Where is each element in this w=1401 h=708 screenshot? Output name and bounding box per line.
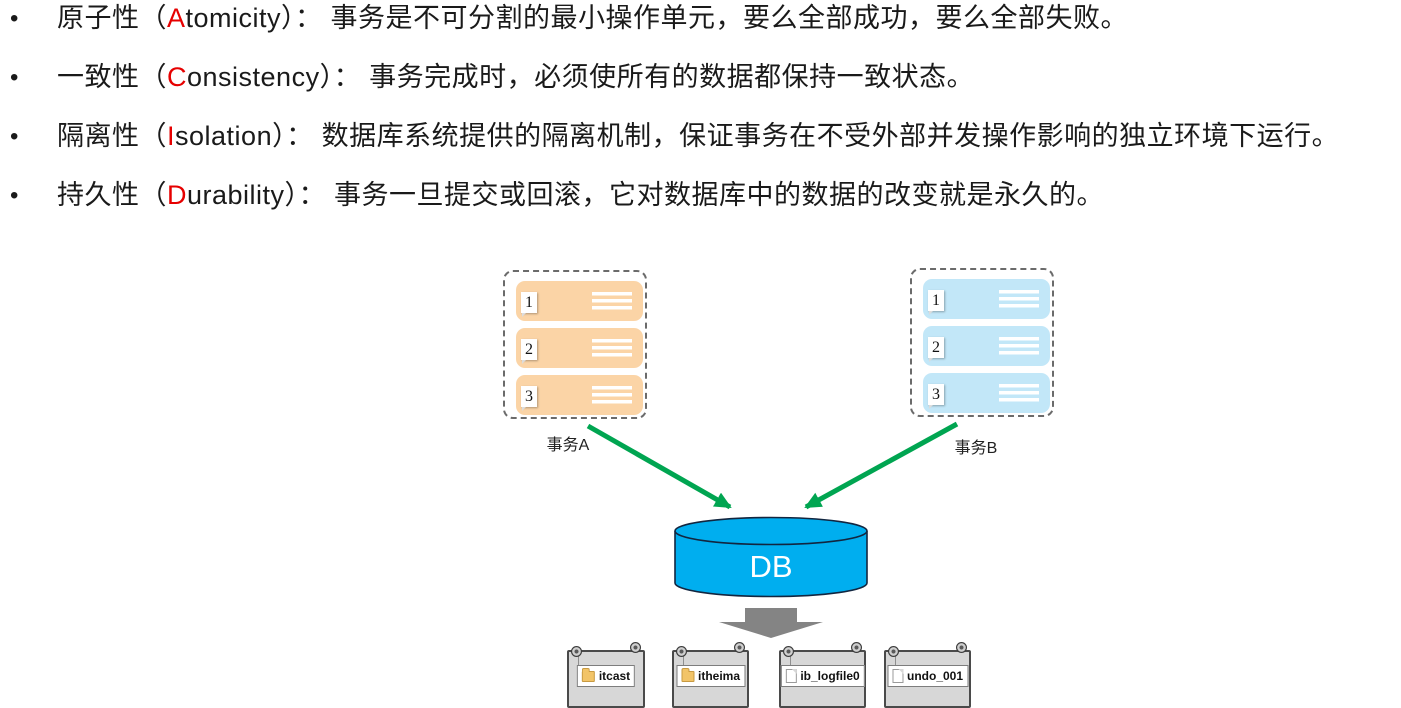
text-lines-icon: [592, 386, 632, 404]
file-name: itheima: [697, 669, 741, 683]
step-number-badge: 3: [928, 384, 944, 409]
file-name: ib_logfile0: [800, 669, 860, 683]
file-scroll-itheima: itheima: [672, 642, 749, 708]
bullet-desc: 数据库系统提供的隔离机制，保证事务在不受外部并发操作影响的独立环境下运行。: [321, 121, 1340, 151]
scroll-curl-icon: [630, 642, 641, 653]
bullet-pre: 一致性（: [57, 62, 167, 92]
bullet-post: solation）：: [175, 121, 322, 151]
step-number-badge: 2: [928, 337, 944, 362]
scroll-curl-icon: [956, 642, 967, 653]
file-label: itheima: [675, 665, 746, 687]
file-name: undo_001: [906, 669, 964, 683]
bullet-post: onsistency）：: [187, 62, 370, 92]
step-chip: 3: [516, 375, 643, 415]
bullet-item-isolation: • 隔离性（Isolation）： 数据库系统提供的隔离机制，保证事务在不受外部…: [10, 121, 1339, 152]
acid-letter-c: C: [167, 62, 187, 92]
step-chip: 3: [923, 373, 1050, 413]
file-label: undo_001: [886, 665, 969, 687]
text-lines-icon: [999, 290, 1039, 308]
arrow-transaction-a-to-db: [586, 423, 732, 510]
step-number-badge: 3: [521, 386, 537, 411]
bullet-pre: 隔离性（: [57, 121, 167, 151]
bullet-marker: •: [10, 5, 19, 32]
step-chip: 1: [923, 279, 1050, 319]
bullet-marker: •: [10, 64, 19, 91]
step-chip: 2: [516, 328, 643, 368]
scroll-curl-icon: [676, 646, 687, 657]
folder-icon: [680, 667, 694, 682]
step-number-badge: 1: [928, 290, 944, 315]
bullet-post: urability）：: [187, 180, 335, 210]
down-block-arrow-icon: [719, 608, 823, 638]
bullet-text: 原子性（Atomicity）： 事务是不可分割的最小操作单元，要么全部成功，要么…: [57, 3, 1128, 34]
transaction-b-label: 事务B: [954, 440, 998, 457]
arrow-transaction-b-to-db: [804, 421, 959, 510]
file-scroll-undo-001: undo_001: [884, 642, 971, 708]
bullet-desc: 事务一旦提交或回滚，它对数据库中的数据的改变就是永久的。: [334, 180, 1105, 210]
bullet-text: 一致性（Consistency）： 事务完成时，必须使所有的数据都保持一致状态。: [57, 62, 974, 93]
bullet-desc: 事务是不可分割的最小操作单元，要么全部成功，要么全部失败。: [330, 3, 1129, 33]
text-lines-icon: [999, 384, 1039, 402]
file-scroll-itcast: itcast: [567, 642, 645, 708]
step-chip: 1: [516, 281, 643, 321]
bullet-post: tomicity）：: [185, 3, 331, 33]
step-chip: 2: [923, 326, 1050, 366]
folder-icon: [581, 667, 595, 682]
scroll-curl-icon: [571, 646, 582, 657]
text-lines-icon: [999, 337, 1039, 355]
bullet-item-atomicity: • 原子性（Atomicity）： 事务是不可分割的最小操作单元，要么全部成功，…: [10, 3, 1128, 34]
file-name: itcast: [598, 669, 631, 683]
step-number-badge: 2: [521, 339, 537, 364]
bullet-pre: 持久性（: [57, 180, 167, 210]
file-icon: [891, 669, 903, 683]
file-scroll-ib-logfile0: ib_logfile0: [779, 642, 866, 708]
file-label: itcast: [576, 665, 636, 687]
step-number-badge: 1: [521, 292, 537, 317]
db-cylinder-icon: DB: [674, 516, 868, 598]
acid-letter-i: I: [167, 121, 176, 151]
scroll-curl-icon: [783, 646, 794, 657]
bullet-text: 持久性（Durability）： 事务一旦提交或回滚，它对数据库中的数据的改变就…: [57, 180, 1104, 211]
bullet-pre: 原子性（: [57, 3, 167, 33]
bullet-marker: •: [10, 182, 19, 209]
text-lines-icon: [592, 292, 632, 310]
bullet-item-durability: • 持久性（Durability）： 事务一旦提交或回滚，它对数据库中的数据的改…: [10, 180, 1104, 211]
scroll-curl-icon: [734, 642, 745, 653]
transaction-a-box: 1 2 3: [503, 270, 647, 419]
file-label: ib_logfile0: [780, 665, 865, 687]
acid-letter-d: D: [167, 180, 187, 210]
bullet-item-consistency: • 一致性（Consistency）： 事务完成时，必须使所有的数据都保持一致状…: [10, 62, 974, 93]
scroll-curl-icon: [888, 646, 899, 657]
file-icon: [785, 669, 797, 683]
db-label: DB: [749, 549, 792, 584]
text-lines-icon: [592, 339, 632, 357]
bullet-text: 隔离性（Isolation）： 数据库系统提供的隔离机制，保证事务在不受外部并发…: [57, 121, 1339, 152]
bullet-marker: •: [10, 123, 19, 150]
transaction-b-box: 1 2 3: [910, 268, 1054, 417]
transaction-a-label: 事务A: [546, 437, 590, 454]
acid-letter-a: A: [167, 3, 186, 33]
scroll-curl-icon: [851, 642, 862, 653]
bullet-desc: 事务完成时，必须使所有的数据都保持一致状态。: [369, 62, 975, 92]
